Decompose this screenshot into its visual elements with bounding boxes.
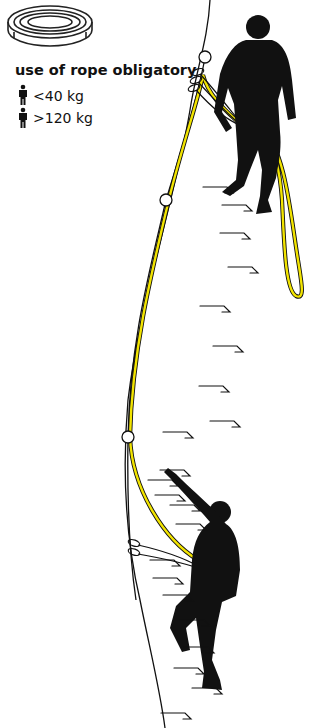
step-rung [200,306,230,312]
lower-climber [164,468,240,690]
step-rung [160,470,190,476]
step-rung [161,713,191,719]
step-rung [163,595,193,601]
cable-anchors [122,51,211,443]
step-rung [228,267,258,273]
person-icons [19,85,27,128]
step-rung [176,524,206,530]
step-rung [163,432,193,438]
step-rung [174,668,204,674]
rope-coil-icon [8,6,92,46]
step-rung [222,205,252,211]
step-rungs [148,187,258,719]
step-rung [180,620,210,626]
step-rung [184,647,214,653]
rule-note: use of rope obligatory [15,62,196,79]
weight-limit: >120 kg [33,110,93,127]
step-rung [153,578,183,584]
step-rung [155,495,185,501]
step-rung [220,233,250,239]
weight-limit: <40 kg [33,88,84,105]
step-rung [150,560,180,566]
step-rung [148,480,178,486]
step-rung [192,688,222,694]
step-rung [199,386,229,392]
step-rung [213,346,243,352]
step-rung [170,505,200,511]
step-rung [210,421,240,427]
step-rung [203,187,233,193]
upper-climber [214,15,296,214]
